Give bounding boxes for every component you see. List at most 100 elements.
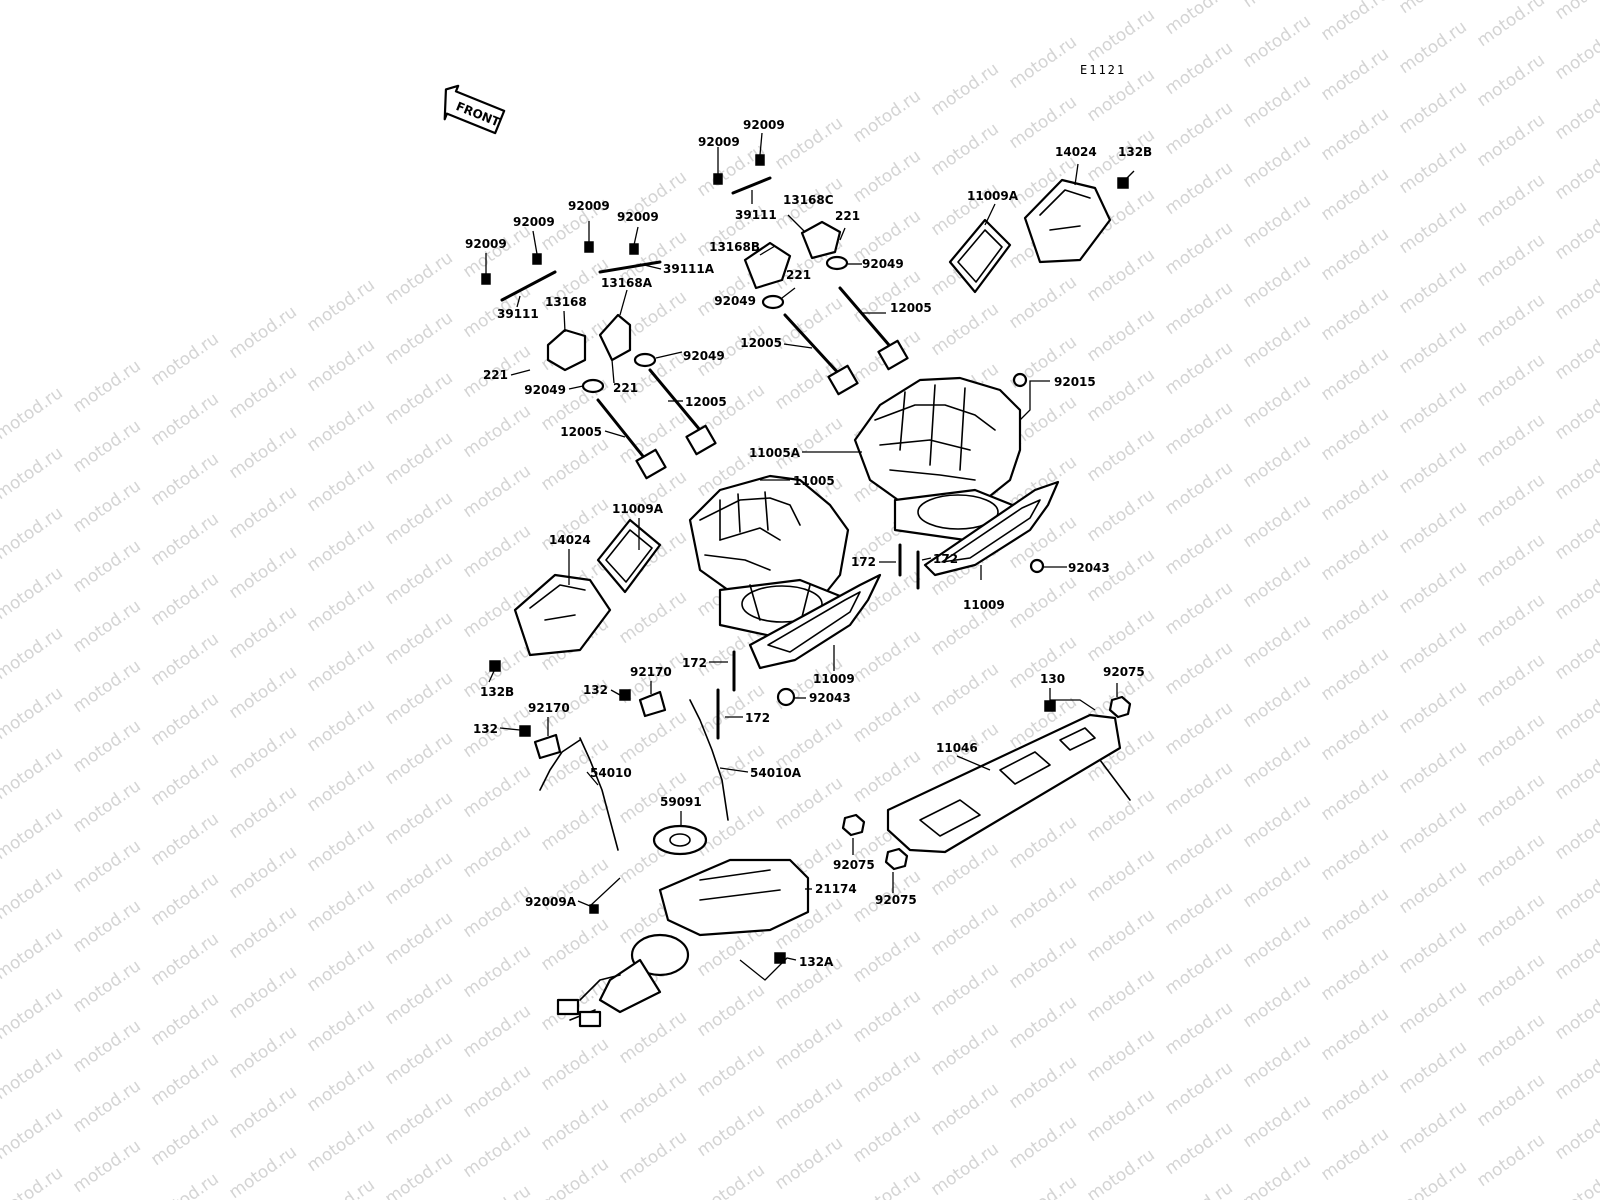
part-label: 14024 [549, 533, 591, 547]
watermark-text: motod.ru [1473, 890, 1548, 951]
watermark-text: motod.ru [69, 356, 144, 417]
watermark-text: motod.ru [147, 749, 222, 810]
watermark-text: motod.ru [0, 863, 67, 924]
watermark-text: motod.ru [381, 1148, 456, 1200]
watermark-text: motod.ru [1083, 965, 1158, 1026]
watermark-text: motod.ru [771, 413, 846, 474]
watermark-text: motod.ru [849, 926, 924, 987]
watermark-text: motod.ru [1551, 443, 1600, 504]
watermark-text: motod.ru [1551, 743, 1600, 804]
part-label: 92043 [809, 691, 851, 705]
part-label: 92009 [568, 199, 610, 213]
watermark-text: motod.ru [381, 428, 456, 489]
watermark-text: motod.ru [303, 275, 378, 336]
watermark-text: motod.ru [459, 941, 534, 1002]
watermark-text: motod.ru [0, 1103, 67, 1164]
watermark-text: motod.ru [1317, 584, 1392, 645]
watermark-text: motod.ru [1317, 164, 1392, 225]
watermark-text: motod.ru [927, 659, 1002, 720]
watermark-text: motod.ru [1317, 224, 1392, 285]
watermark-text: motod.ru [1317, 944, 1392, 1005]
part-label: 92009 [698, 135, 740, 149]
watermark-text: motod.ru [1083, 785, 1158, 846]
watermark-text: motod.ru [1239, 0, 1314, 12]
watermark-text: motod.ru [1473, 650, 1548, 711]
part-label: 59091 [660, 795, 702, 809]
head-gasket-11009a-right [948, 218, 1012, 294]
part-label: 11009A [612, 502, 664, 516]
part-label: 92170 [528, 701, 570, 715]
watermark-text: motod.ru [147, 449, 222, 510]
watermark-text: motod.ru [1395, 977, 1470, 1038]
part-label: 172 [745, 711, 770, 725]
watermark-text: motod.ru [1161, 1178, 1236, 1200]
watermark-text: motod.ru [1161, 1058, 1236, 1119]
watermark-text: motod.ru [459, 461, 534, 522]
watermark-text: motod.ru [1473, 950, 1548, 1011]
watermark-text: motod.ru [1317, 464, 1392, 525]
watermark-text: motod.ru [1239, 1151, 1314, 1200]
watermark-text: motod.ru [1005, 32, 1080, 93]
watermark-text: motod.ru [771, 1073, 846, 1134]
part-label: 12005 [560, 425, 602, 439]
watermark-text: motod.ru [1161, 698, 1236, 759]
watermark-text: motod.ru [849, 686, 924, 747]
watermark-text: motod.ru [459, 221, 534, 282]
watermark-text: motod.ru [927, 959, 1002, 1020]
part-label: 12005 [740, 336, 782, 350]
watermark-text: motod.ru [1473, 350, 1548, 411]
watermark-text: motod.ru [1083, 305, 1158, 366]
watermark-text: motod.ru [1083, 905, 1158, 966]
watermark-text: motod.ru [1239, 671, 1314, 732]
watermark-text: motod.ru [225, 1022, 300, 1083]
part-label: 172 [682, 656, 707, 670]
watermark-text: motod.ru [69, 836, 144, 897]
watermark-text: motod.ru [381, 308, 456, 369]
part-label: 11009 [813, 672, 855, 686]
watermark-text: motod.ru [1317, 1064, 1392, 1125]
watermark-text: motod.ru [1239, 1091, 1314, 1152]
watermark-text: motod.ru [381, 968, 456, 1029]
watermark-text: motod.ru [225, 302, 300, 363]
watermark-text: motod.ru [69, 1016, 144, 1077]
watermark-text: motod.ru [849, 1166, 924, 1200]
watermark-text: motod.ru [849, 1106, 924, 1167]
part-label: 92075 [833, 858, 875, 872]
watermark-text: motod.ru [1473, 1010, 1548, 1071]
watermark-text: motod.ru [771, 713, 846, 774]
watermark-text: motod.ru [1317, 44, 1392, 105]
part-label: 92009 [513, 215, 555, 229]
part-label: 92043 [1068, 561, 1110, 575]
cylinder-left-drawing [688, 474, 852, 642]
watermark-text: motod.ru [1083, 425, 1158, 486]
watermark-text: motod.ru [381, 1028, 456, 1089]
watermark-text: motod.ru [1005, 872, 1080, 933]
watermark-text: motod.ru [225, 1082, 300, 1143]
watermark-text: motod.ru [1551, 323, 1600, 384]
watermark-text: motod.ru [147, 389, 222, 450]
watermark-text: motod.ru [459, 881, 534, 942]
watermark-text: motod.ru [303, 935, 378, 996]
watermark-text: motod.ru [381, 548, 456, 609]
part-label: 221 [613, 381, 638, 395]
watermark-text: motod.ru [1551, 563, 1600, 624]
watermark-text: motod.ru [1005, 92, 1080, 153]
watermark-text: motod.ru [1551, 143, 1600, 204]
part-label: 92049 [714, 294, 756, 308]
watermark-text: motod.ru [303, 1175, 378, 1200]
watermark-text: motod.ru [303, 695, 378, 756]
part-label: 54010 [590, 766, 632, 780]
watermark-text: motod.ru [1395, 317, 1470, 378]
part-label: 14024 [1055, 145, 1097, 159]
watermark-text: motod.ru [0, 563, 67, 624]
watermark-text: motod.ru [1395, 77, 1470, 138]
watermark-text: motod.ru [693, 980, 768, 1041]
watermark-text: motod.ru [69, 896, 144, 957]
watermark-text: motod.ru [303, 755, 378, 816]
watermark-text: motod.ru [615, 587, 690, 648]
watermark-text: motod.ru [381, 668, 456, 729]
watermark-text: motod.ru [1161, 278, 1236, 339]
watermark-text: motod.ru [537, 434, 612, 495]
watermark-text: motod.ru [1395, 497, 1470, 558]
